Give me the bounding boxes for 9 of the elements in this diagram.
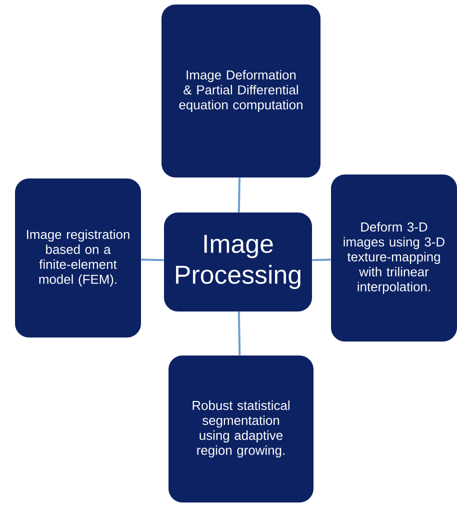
subtopic-box: Image registration based on a finite-element model (FEM).: [15, 178, 141, 338]
connector-line: [238, 312, 241, 356]
connector-line: [312, 258, 331, 262]
subtopic-box: Image Deformation & Partial Differential equation computation: [162, 4, 320, 178]
topic-box: Image Processing: [164, 212, 312, 312]
subtopic-box: Robust statistical segmentation using adaptive region growing.: [168, 356, 314, 502]
connector-line: [238, 178, 240, 212]
connector-line: [141, 258, 164, 262]
subtopic-box: Deform 3-D images using 3-D texture-mapping with trilinear interpolation.: [331, 174, 457, 342]
